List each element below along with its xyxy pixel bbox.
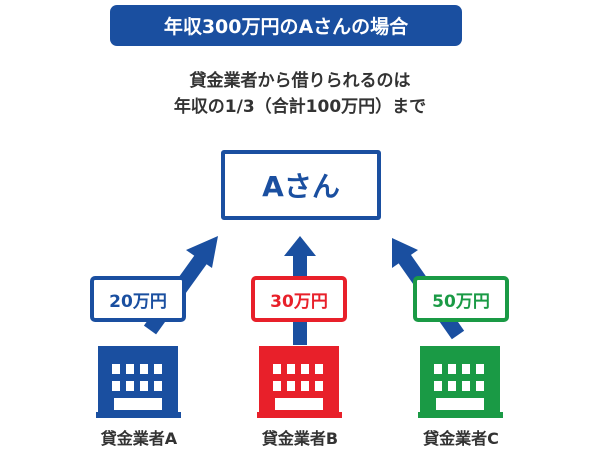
amount-box-a: 20万円 [90, 276, 186, 322]
building-icon-c [418, 346, 503, 418]
amount-box-b: 30万円 [251, 276, 347, 322]
description-line-2: 年収の1/3（合計100万円）まで [173, 97, 427, 117]
building-icon-b [257, 346, 342, 418]
building-icon-a [96, 346, 181, 418]
lender-label-b: 貸金業者B [261, 429, 339, 448]
lender-label-c: 貸金業者C [423, 429, 499, 448]
amount-box-c: 50万円 [413, 276, 509, 322]
description-line-1: 貸金業者から借りられるのは [189, 71, 411, 91]
header-title: 年収300万円のAさんの場合 [110, 5, 462, 46]
lender-label-a: 貸金業者A [100, 429, 178, 448]
borrower-box: Aさん [221, 150, 381, 220]
